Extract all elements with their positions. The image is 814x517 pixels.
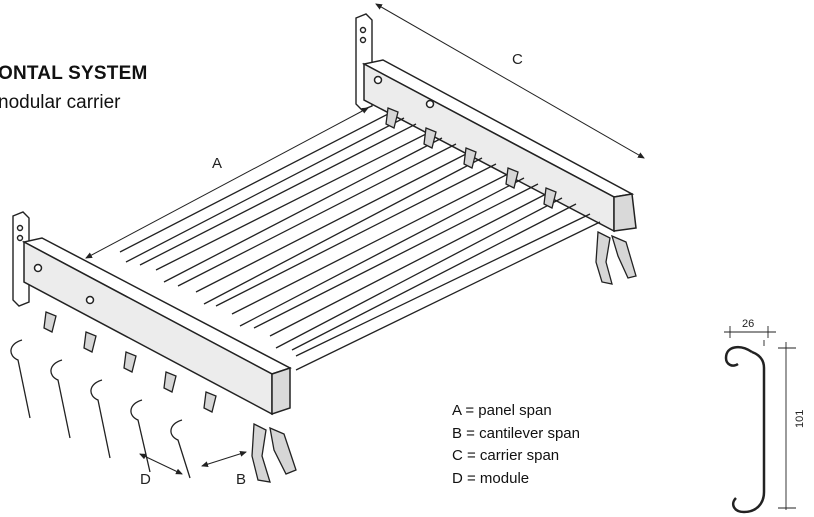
dimension-legend: A = panel span B = cantilever span C = c…	[452, 400, 580, 490]
profile-section: 26 101	[724, 318, 806, 514]
dimension-a-label: A	[212, 155, 222, 172]
panel-1	[119, 111, 417, 266]
back-carrier-rail	[361, 59, 637, 233]
dimension-b: B	[201, 450, 247, 488]
system-title: ONTAL SYSTEM	[0, 63, 148, 84]
dimension-c-label: C	[512, 51, 523, 68]
dimension-d: D	[139, 453, 183, 488]
panel-5	[269, 191, 577, 351]
dimension-a: A	[85, 107, 369, 259]
profile-height-label: 101	[794, 410, 806, 428]
legend-item-a: A = panel span	[452, 402, 552, 419]
legend-item-c: C = carrier span	[452, 447, 560, 464]
profile-width-label: 26	[742, 318, 754, 330]
panel-4	[231, 171, 539, 329]
dimension-c: C	[375, 3, 645, 159]
dimension-b-label: B	[236, 471, 246, 488]
legend-item-d: D = module	[452, 469, 530, 487]
front-carrier-rail	[21, 237, 292, 416]
front-hanger-clips	[43, 311, 297, 483]
panel-6	[295, 213, 601, 371]
cantilever-panel-ends	[10, 339, 191, 479]
legend-item-b: B = cantilever span	[452, 424, 580, 442]
dimension-d-label: D	[140, 471, 151, 488]
